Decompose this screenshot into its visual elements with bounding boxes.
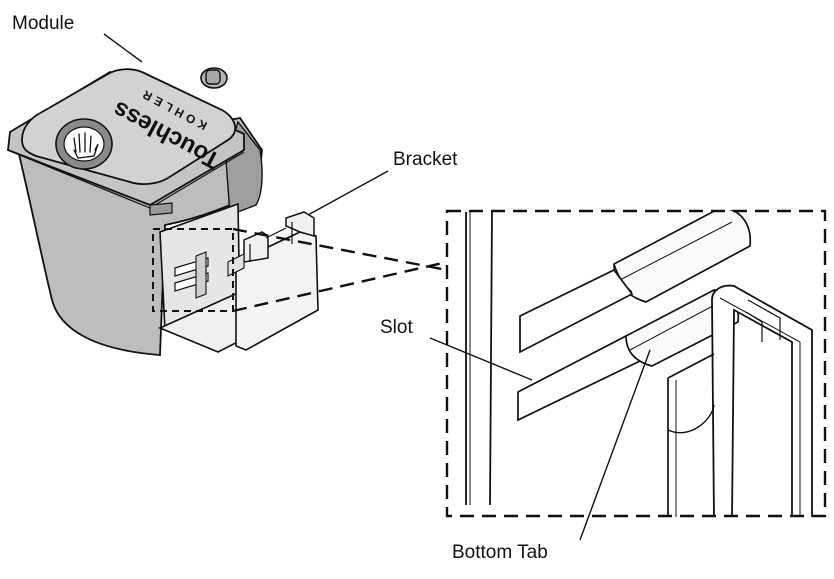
- slot-leader: [429, 337, 533, 381]
- module-latch: [149, 202, 173, 216]
- detail-source-box: [152, 228, 234, 312]
- detail-connector-bottom: [232, 260, 448, 313]
- module-label: Module: [12, 13, 75, 34]
- module-leader: [103, 33, 143, 63]
- module: Touchless KOHLER: [7, 67, 263, 356]
- module-rear-knob: [200, 67, 228, 89]
- detail-vertical-rod: [465, 211, 493, 506]
- detail-slot-lower: [517, 334, 644, 422]
- bottom-tab-label: Bottom Tab: [452, 542, 548, 563]
- detail-box: [445, 209, 827, 518]
- bracket: [157, 202, 319, 353]
- bracket-prong-left: [243, 231, 269, 263]
- bracket-prong-right: [285, 211, 315, 237]
- bracket-leader: [307, 170, 389, 216]
- detail-slot-upper: [519, 268, 634, 354]
- bottom-tab-leader: [579, 349, 651, 541]
- bracket-label: Bracket: [393, 149, 458, 170]
- hand-icon: [55, 118, 113, 170]
- slot-label: Slot: [380, 317, 413, 338]
- detail-view: [445, 209, 827, 518]
- detail-connector-top: [232, 227, 448, 272]
- detail-bracket-frame: [711, 284, 813, 517]
